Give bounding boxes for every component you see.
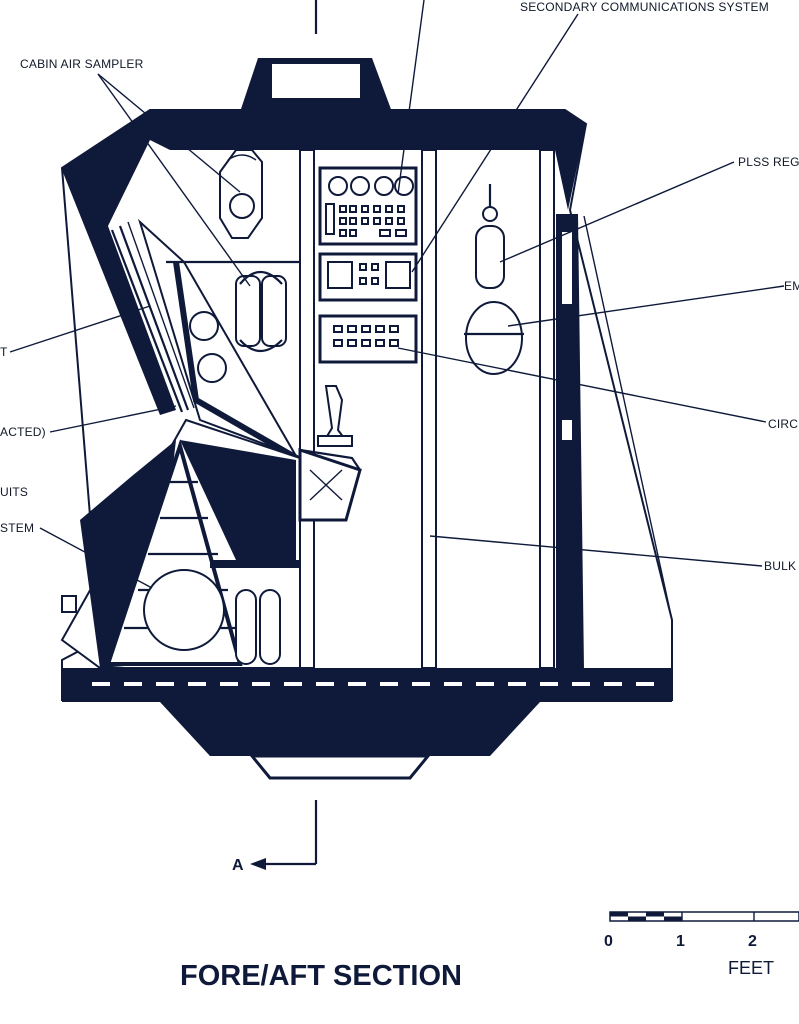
- plss-regulator-tank: [475, 225, 505, 289]
- secondary-comm-display-left: [327, 261, 353, 289]
- cabin-air-sampler-top: [227, 154, 257, 161]
- cylinder-bracket-top: [239, 270, 283, 285]
- scale-tick-2: 2: [748, 933, 757, 950]
- window-frame-outer: [110, 229, 184, 413]
- right-hull-inner-line: [583, 215, 673, 621]
- leader-lines: [9, 0, 785, 589]
- secondary-comm-switches: [359, 263, 379, 285]
- label-circ: CIRC: [768, 417, 798, 431]
- floor-dashes: [92, 682, 654, 686]
- secondary-comm-display-right: [385, 261, 411, 289]
- gauge-3: [374, 176, 394, 196]
- upper-hatch-window: [272, 64, 360, 98]
- tray-shelf-edge: [299, 448, 361, 471]
- em-helmet: [465, 301, 523, 375]
- scale-tick-0: 0: [604, 933, 613, 950]
- label-bulk: BULK: [764, 559, 796, 573]
- cylinder-right: [261, 275, 287, 347]
- label-secondary-communications-system: SECONDARY COMMUNICATIONS SYSTEM: [520, 0, 769, 14]
- label-em: EM: [784, 279, 799, 293]
- tray-valve-base: [317, 435, 353, 447]
- plss-regulator-valve: [482, 206, 498, 222]
- porthole-upper: [189, 311, 219, 341]
- bulkhead-column-left: [299, 149, 315, 669]
- cylinder-bracket-bottom: [239, 339, 283, 353]
- label-stem: STEM: [0, 521, 34, 535]
- comm-panel-switches: [339, 205, 407, 237]
- label-cabin-air-sampler: CABIN AIR SAMPLER: [20, 57, 144, 71]
- label-left-t: T: [0, 345, 8, 359]
- section-marker-arrowhead: [250, 858, 266, 870]
- porthole-lower: [197, 353, 227, 383]
- diagram-title: FORE/AFT SECTION: [180, 960, 462, 992]
- gauge-2: [350, 176, 370, 196]
- tray-shelf-brace: [309, 469, 343, 501]
- bulkhead-column-center: [421, 149, 437, 669]
- scale-unit: FEET: [728, 958, 774, 978]
- gauge-1: [328, 176, 348, 196]
- right-hatch-window-mid: [562, 420, 572, 440]
- lower-left-dark-panel: [180, 440, 296, 560]
- lower-bay-cylinders: [235, 589, 281, 665]
- circuit-breaker-switches: [333, 325, 399, 347]
- lower-hatch: [248, 754, 432, 780]
- label-uits: UITS: [0, 485, 28, 499]
- right-hatch-frame: [556, 214, 584, 670]
- cabin-air-sampler-port: [229, 193, 255, 219]
- lower-hull-skirt: [160, 702, 540, 756]
- right-hatch-window-upper: [562, 232, 572, 304]
- section-marker-label: A: [232, 857, 244, 874]
- panel-slot: [325, 203, 335, 235]
- window-frame-inner: [118, 225, 190, 411]
- label-acted: ACTED): [0, 425, 46, 439]
- bulkhead-column-right: [539, 149, 555, 669]
- ladder-stowage-disk: [143, 569, 225, 651]
- left-slanted-panel-edge: [173, 261, 302, 463]
- tray-shelf: [298, 447, 362, 522]
- floor-deck: [62, 668, 672, 702]
- lower-bay-shelf: [210, 560, 300, 568]
- lower-left-bracket: [61, 595, 77, 613]
- scale-bar: [609, 911, 799, 922]
- roof-structure: [62, 110, 586, 415]
- window-frame-line: [127, 221, 195, 409]
- cylinder-left: [235, 275, 261, 347]
- label-plss-regulator: PLSS REG: [738, 155, 799, 169]
- scale-tick-1: 1: [676, 933, 685, 950]
